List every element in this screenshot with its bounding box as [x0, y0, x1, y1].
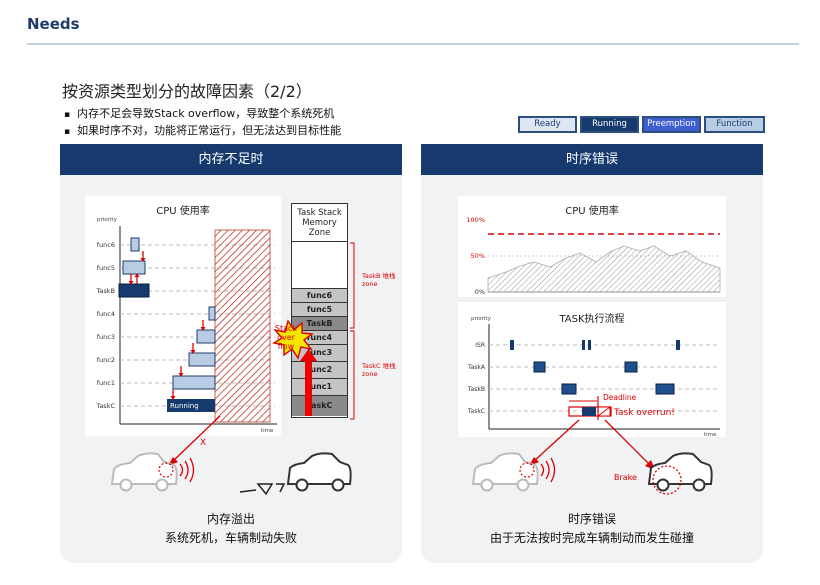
row-label-taskb: TaskB	[96, 287, 116, 295]
x-axis-label: time	[704, 432, 717, 437]
car-behind-icon	[110, 452, 178, 492]
taskc-running-bar	[167, 399, 215, 412]
stack-overflow-label: Stack over flow	[274, 324, 298, 351]
taskb-zone-label: TaskB 堆栈 zone	[362, 272, 396, 288]
overflow-arrow-shaft	[305, 359, 312, 416]
task-flow-title: TASK执行流程	[558, 312, 624, 325]
x-axis-label: time	[261, 428, 274, 434]
stack-header: Task Stack Memory Zone	[292, 204, 347, 242]
task-flow-chart: TASK执行流程 priority time ISR TaskA TaskB T…	[458, 302, 726, 438]
radar-wave-icon	[179, 457, 195, 483]
collision-scene: Brake	[471, 419, 713, 495]
cpu-chart-title: CPU 使用率	[156, 204, 210, 217]
car-front-icon	[286, 452, 352, 492]
tick-0: 0%	[475, 288, 485, 296]
y-axis-label: priority	[471, 316, 492, 322]
failure-mark: X	[200, 438, 206, 448]
page-header-title: Needs	[27, 15, 80, 33]
impact-ring	[652, 465, 682, 495]
right-caption-1: 时序错误	[567, 512, 616, 526]
panel-title: 时序错误	[421, 144, 763, 175]
cpu-usage-chart: CPU 使用率 priority time func6 func5 TaskB …	[85, 196, 281, 436]
overflow-arrow-head	[300, 349, 317, 361]
right-caption-2: 由于无法按时完成车辆制动而发生碰撞	[489, 531, 694, 545]
failure-arrow	[171, 415, 221, 463]
overrun-label: Task overrun!	[613, 408, 675, 418]
cpu-usage-area	[487, 245, 721, 293]
cpu-usage-chart: CPU 使用率 100% 50% 0%	[458, 196, 726, 297]
taska-bars	[533, 361, 638, 373]
y-axis-label: priority	[97, 217, 118, 223]
tick-50: 50%	[471, 252, 485, 260]
header-divider	[27, 43, 799, 45]
bullet-item: 如果时序不对，功能将正常运行，但无法达到目标性能	[64, 123, 341, 140]
taskb-zone-bracket	[350, 242, 355, 329]
tick-100: 100%	[466, 216, 485, 224]
sensor-ring	[519, 462, 535, 478]
deadline-label: Deadline	[603, 393, 637, 402]
function-bars	[122, 237, 216, 390]
row-label-func2: func2	[97, 356, 115, 364]
left-caption-2: 系统死机，车辆制动失败	[164, 531, 297, 545]
brake-arrow	[604, 419, 652, 467]
row-label-func6: func6	[97, 241, 115, 249]
legend-preemption: Preemption	[642, 116, 701, 133]
row-label-func1: func1	[97, 379, 115, 387]
bullet-item: 内存不足会导致Stack overflow，导致整个系统死机	[64, 106, 341, 123]
car-front-icon	[647, 452, 713, 492]
stack-cell-func6: func6	[292, 289, 347, 303]
row-label-taskc: TaskC	[467, 408, 485, 415]
legend-running: Running	[580, 116, 639, 133]
cpu-chart-title: CPU 使用率	[565, 204, 619, 217]
row-label-taskc: TaskC	[95, 402, 115, 410]
sensor-ring	[158, 462, 174, 478]
arrow-heads	[128, 258, 206, 400]
stack-overflow-burst	[272, 319, 314, 360]
timing-error-panel: 时序错误 CPU 使用率 100% 50% 0% TASK执行流程 priori…	[421, 144, 763, 563]
skid-mark-icon	[239, 483, 286, 496]
taskb-bars	[561, 383, 675, 395]
taskc-zone-bracket	[350, 330, 355, 420]
memory-shortage-panel: 内存不足时 CPU 使用率 priority time func6 func5 …	[60, 144, 402, 563]
running-label: Running	[170, 402, 199, 410]
stack-free-area	[292, 242, 347, 289]
row-label-taskb: TaskB	[467, 386, 485, 393]
row-label-func5: func5	[97, 264, 115, 272]
row-label-isr: ISR	[475, 342, 485, 349]
taskc-running-bar	[582, 407, 596, 416]
collision-scene: X	[110, 415, 352, 496]
row-label-func4: func4	[97, 310, 115, 318]
row-label-func3: func3	[97, 333, 115, 341]
legend-ready: Ready	[518, 116, 577, 133]
taskc-zone-label: TaskC 堆栈 zone	[362, 362, 396, 378]
failure-arrow	[532, 419, 580, 463]
left-caption-1: 内存溢出	[206, 512, 255, 526]
radar-wave-icon	[540, 457, 556, 483]
stack-overlay	[272, 242, 355, 420]
brake-label: Brake	[614, 473, 637, 482]
bullet-list: 内存不足会导致Stack overflow，导致整个系统死机 如果时序不对，功能…	[64, 106, 341, 140]
stack-cell-func5: func5	[292, 303, 347, 317]
row-label-taska: TaskA	[467, 364, 486, 371]
stack-cell-taskb: TaskB	[292, 317, 347, 331]
slide-title: 按资源类型划分的故障因素（2/2）	[62, 82, 312, 101]
overrun-cross	[597, 406, 611, 417]
taskb-bar	[118, 283, 150, 298]
crash-zone	[214, 229, 271, 423]
isr-bars	[510, 340, 680, 350]
car-behind-icon	[471, 452, 539, 492]
legend-function: Function	[704, 116, 765, 133]
panel-title: 内存不足时	[60, 144, 402, 175]
